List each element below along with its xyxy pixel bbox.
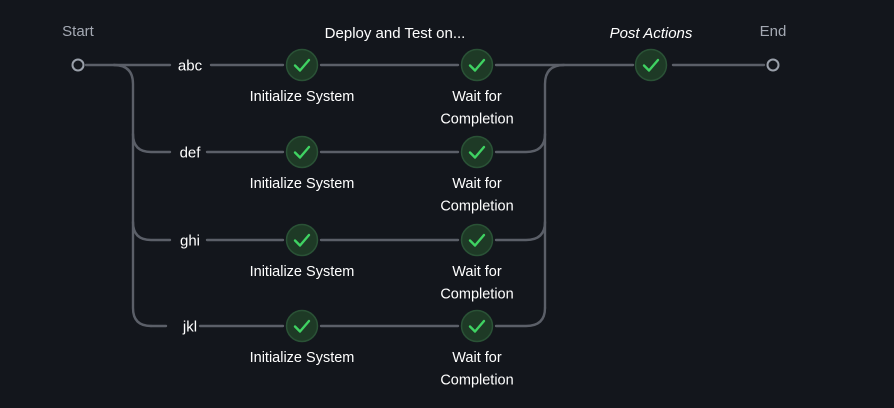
- post-actions-node[interactable]: [634, 48, 668, 82]
- branch-label[interactable]: abc: [178, 58, 203, 75]
- step-label: Completion: [440, 373, 513, 389]
- hollow-circle-icon: [766, 58, 780, 72]
- start-node: Start: [62, 23, 95, 72]
- step-label: Wait for: [452, 89, 502, 105]
- step-label: Initialize System: [250, 176, 355, 192]
- branch-label[interactable]: ghi: [180, 233, 200, 250]
- connector-fanout-def: [131, 132, 172, 154]
- step-node[interactable]: [460, 48, 494, 82]
- step-node[interactable]: [285, 223, 319, 257]
- step-label: Initialize System: [250, 89, 355, 105]
- check-icon: [468, 233, 486, 247]
- step-label: Wait for: [452, 264, 502, 280]
- check-icon: [293, 145, 311, 159]
- step-label: Completion: [440, 199, 513, 215]
- step-node[interactable]: [285, 309, 319, 343]
- start-label: Start: [62, 23, 95, 40]
- connector-fanout-trunk: [112, 63, 153, 328]
- check-icon: [293, 58, 311, 72]
- connector-fanin-trunk: [543, 63, 566, 310]
- pipeline-connectors: [84, 63, 766, 328]
- check-icon: [642, 58, 660, 72]
- check-icon: [468, 319, 486, 333]
- step-label: Completion: [440, 287, 513, 303]
- connector-fanout-ghi: [131, 220, 172, 242]
- connector-fanin-def: [494, 132, 547, 154]
- end-label: End: [760, 23, 787, 40]
- step-label: Initialize System: [250, 350, 355, 366]
- branch-label[interactable]: def: [180, 145, 202, 162]
- step-label: Wait for: [452, 350, 502, 366]
- step-label: Initialize System: [250, 264, 355, 280]
- stage-title[interactable]: Deploy and Test on...: [325, 25, 466, 42]
- step-node[interactable]: [285, 48, 319, 82]
- connector-fanin-ghi: [494, 220, 547, 242]
- check-icon: [468, 145, 486, 159]
- step-label: Completion: [440, 112, 513, 128]
- step-node[interactable]: [460, 223, 494, 257]
- step-node[interactable]: [285, 135, 319, 169]
- step-node[interactable]: [460, 135, 494, 169]
- check-icon: [293, 319, 311, 333]
- connector-fanin-jkl: [494, 306, 547, 328]
- check-icon: [293, 233, 311, 247]
- check-icon: [468, 58, 486, 72]
- step-node[interactable]: [460, 309, 494, 343]
- branch-label[interactable]: jkl: [182, 319, 197, 336]
- post-actions-title[interactable]: Post Actions: [610, 25, 693, 42]
- end-node: End: [760, 23, 787, 72]
- hollow-circle-icon: [71, 58, 85, 72]
- step-label: Wait for: [452, 176, 502, 192]
